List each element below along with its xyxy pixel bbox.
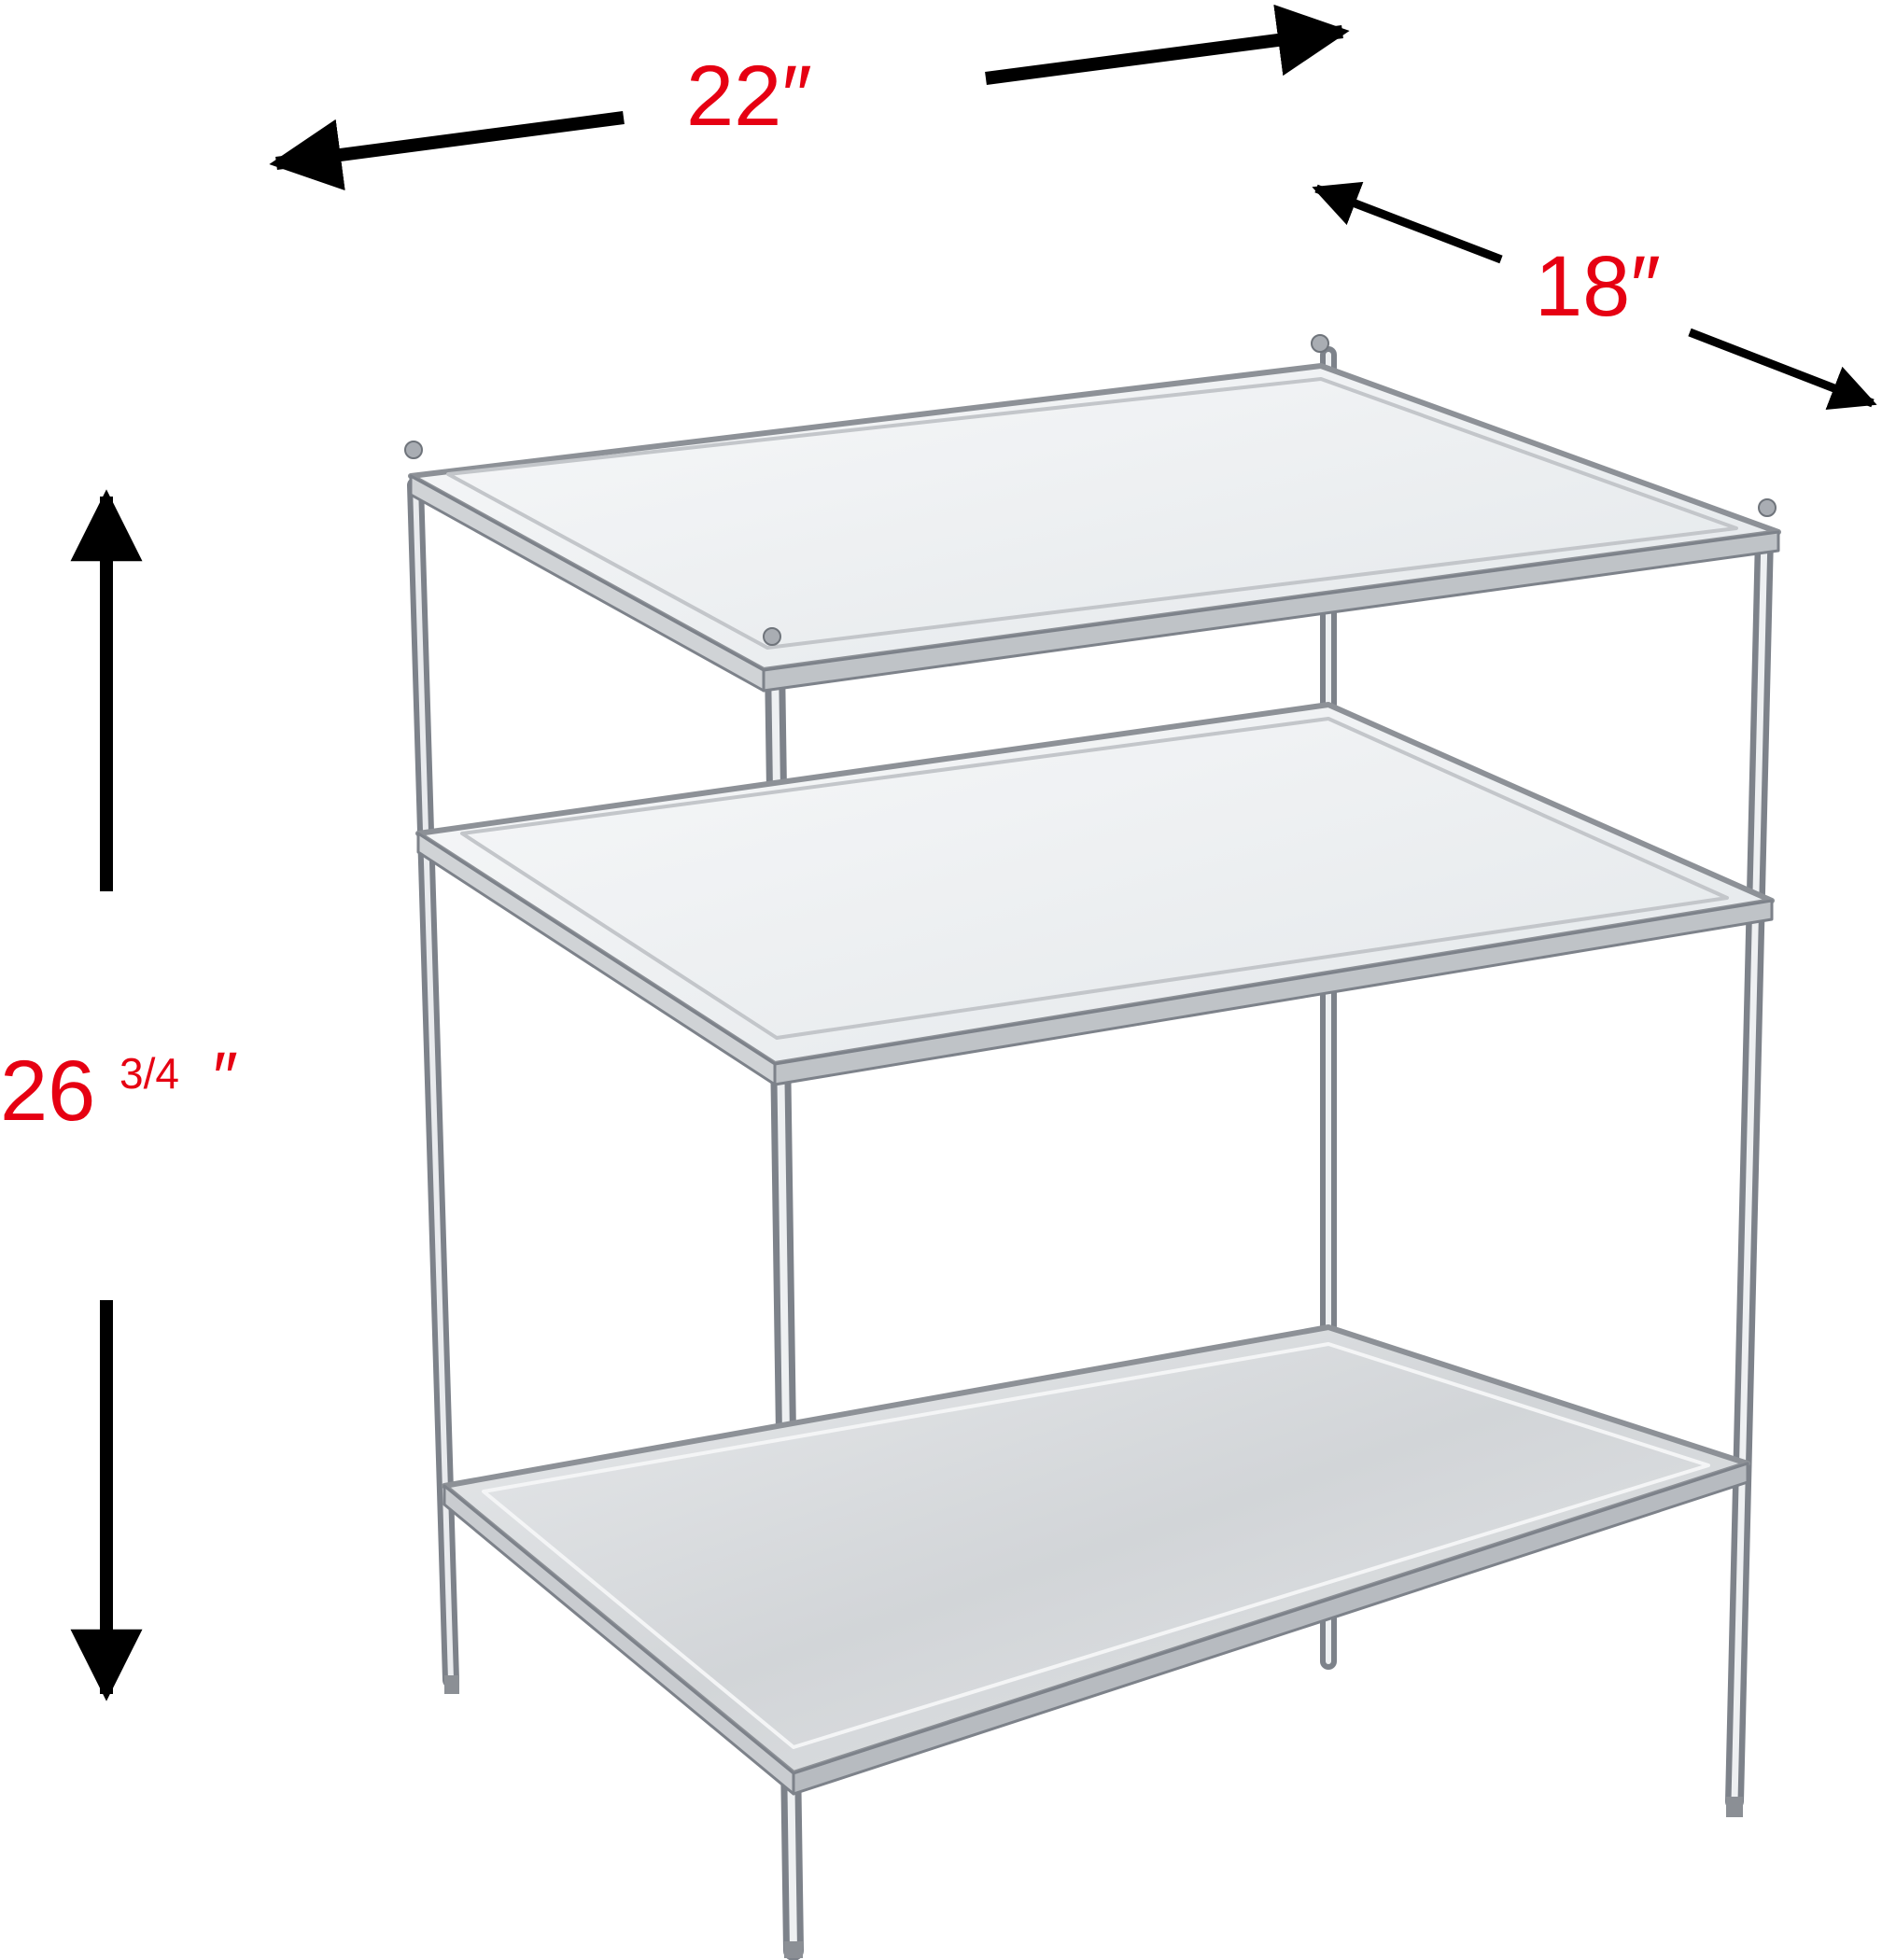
middle-glass-shelf: [415, 702, 1775, 1086]
width-arrow-right: [985, 4, 1350, 85]
height-dimension: 26 3/4 ″: [0, 489, 238, 1701]
height-label-mark: ″: [213, 1038, 238, 1117]
width-arrow-left: [269, 111, 625, 191]
depth-arrow-down: [1688, 328, 1877, 410]
top-glass-shelf: [408, 363, 1781, 693]
side-table-illustration: [404, 334, 1781, 1960]
depth-label: 18″: [1535, 239, 1661, 334]
height-label-fraction: 3/4: [119, 1049, 179, 1098]
depth-dimension: 18″: [1312, 181, 1877, 410]
table-leg-front-right: [1725, 527, 1774, 1817]
width-label: 22″: [686, 49, 812, 144]
depth-arrow-up: [1312, 181, 1503, 264]
bottom-mirror-shelf: [442, 1324, 1750, 1796]
height-label-main: 26: [0, 1043, 95, 1139]
corner-finials: [404, 334, 1777, 646]
table-leg-back-left: [407, 477, 459, 1694]
width-dimension: 22″: [269, 4, 1350, 191]
